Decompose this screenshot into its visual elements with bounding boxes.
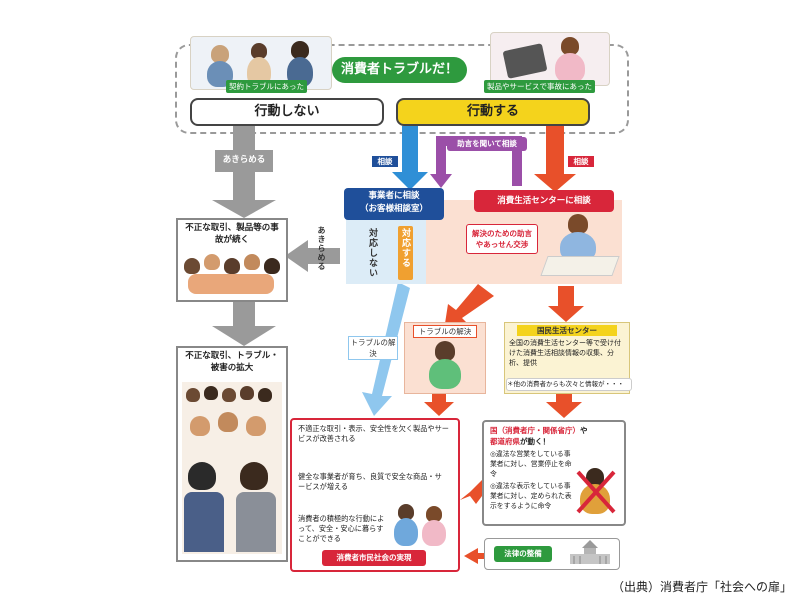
give-up-label-2: あきらめる [317,226,326,271]
gray-arrow-left [285,240,340,272]
contract-trouble-tag: 契約トラブルにあった [226,80,307,93]
orange-arrow-down-head [548,306,584,322]
orange-arrow-national [556,392,572,404]
orange-arrow-national-head [546,402,582,418]
source-caption: （出典）消費者庁「社会への扉」 [611,580,792,594]
orange-arrow [546,126,564,176]
society-step-1: 不適正な取引・表示、安全性を欠く製品やサービスが改善される [298,424,449,443]
society-step-2: 健全な事業者が育ち、良質で安全な商品・サービスが増える [298,472,442,491]
no-action-box: 行動しない [190,98,384,126]
purple-arrow-stem [436,136,446,176]
national-center-title: 国民生活センター [517,325,617,336]
government-item-2: ◎違法な表示をしている事業者に対し、定められた表示をするように命令 [490,482,572,510]
gray-arrow-3 [233,298,255,328]
crowd-illustration-1 [184,254,280,294]
government-box: 国（消費者庁・関係省庁）や 都道府県が動く！ ◎違法な営業をしている事業者に対し… [482,420,626,526]
society-step-3: 消費者の積極的な行動によって、安全・安心に暮らすことができる [298,514,385,543]
counselor-illustration [540,214,620,278]
advice-consult-button: 助言を聞いて相談 [447,137,527,151]
purple-arrow-head [430,174,452,188]
society-banner: 消費者市民社会の実現 [322,550,426,566]
orange-arrow-resolved-head [424,402,454,416]
gray-arrow-1 [233,126,255,156]
government-item-1: ◎違法な営業をしている事業者に対し、営業停止を命令 [490,450,572,478]
business-consult-box: 事業者に相談 （お客様相談室） [344,188,444,220]
respond-label: 対応する [398,226,413,280]
family-illustration [392,504,452,548]
expand-box-text: 不正な取引、トラブル・被害の拡大 [185,351,279,373]
center-consult-box: 消費生活センターに相談 [474,190,614,212]
orange-arrow-head [534,174,576,192]
blue-arrow [402,126,418,174]
give-up-label: あきらめる [222,155,266,165]
continue-box: 不正な取引、製品等の事故が続く [176,218,288,302]
product-accident-tag: 製品やサービスで事故にあった [484,80,595,93]
national-center-note: ＊他の消費者からも次々と情報が・・・ [506,378,632,391]
orange-arrow-down [558,286,574,308]
gov-to-society-arrow [460,480,488,504]
trouble-resolved-label: トラブルの解決 [413,325,477,338]
continue-box-text: 不正な取引、製品等の事故が続く [185,223,279,245]
government-title-a: 国（消費者庁・関係省庁） [490,426,580,435]
government-title-c: 都道府県 [490,437,520,446]
gray-arrow-1b [215,150,273,172]
gray-arrow-2 [233,172,255,202]
blue-arrow-head [392,172,428,190]
trouble-resolved-box: トラブルの解決 [404,322,486,394]
prohibited-person-illustration [574,466,618,518]
government-title-b: や [580,426,588,435]
solution-box: 解決のための助言やあっせん交渉 [466,224,538,254]
society-box: 不適正な取引・表示、安全性を欠く製品やサービスが改善される 健全な事業者が育ち、… [290,418,460,572]
national-center-body: 全国の消費生活センター等で受け付けた消費生活相談情報の収集、分析、提供 [509,339,621,367]
consumer-trouble-title: 消費者トラブルだ！ [332,57,467,83]
consult-label-blue: 相談 [372,156,398,167]
consult-label-orange: 相談 [568,156,594,167]
gray-arrow-3-head [212,326,276,346]
government-title-d: が動く！ [520,437,550,446]
law-label: 法律の整備 [494,546,552,562]
gray-arrow-2-head [212,200,276,218]
expand-box: 不正な取引、トラブル・被害の拡大 [176,346,288,562]
product-accident-illustration [490,32,610,86]
purple-arrow-right [512,136,522,186]
diet-building-icon [568,540,612,566]
law-to-society-arrow [464,548,494,564]
no-response-label: 対応しない [367,228,377,278]
action-box: 行動する [396,98,590,126]
orange-arrow-diag [444,284,494,330]
crowd-illustration-2 [182,382,282,554]
trouble-resolved-label-2: トラブルの解決 [348,336,398,360]
